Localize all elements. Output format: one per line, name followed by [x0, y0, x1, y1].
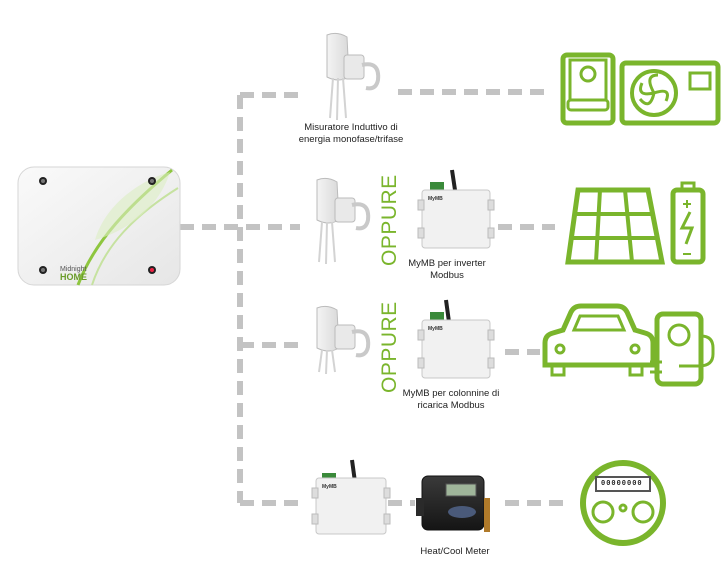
battery-icon [670, 181, 706, 265]
oppure-label-1: OPPURE [378, 174, 401, 266]
module-brand: MyMB [322, 484, 337, 490]
module-brand: MyMB [428, 196, 443, 202]
mymb-module-icon [417, 169, 495, 249]
heat-pump-icon [619, 60, 721, 126]
connection-lines [180, 89, 565, 506]
mymb-module-icon [311, 459, 391, 535]
ev-charger-icon [650, 311, 715, 387]
heat-cool-meter-label: Heat/Cool Meter [420, 546, 490, 557]
module-brand: MyMB [428, 326, 443, 332]
mymb-module-icon [417, 299, 495, 379]
hub-brand-large: HOME [60, 272, 87, 282]
ct-clamp-icon [316, 177, 371, 265]
heat-meter-icon [580, 460, 666, 546]
ct-sensor-label: Misuratore Induttivo di energia monofase… [298, 122, 404, 145]
meter-counter: 00000000 [601, 480, 643, 488]
car-icon [542, 303, 656, 377]
ct-clamp-icon [326, 32, 381, 121]
ct-clamp-icon [316, 305, 371, 375]
mymb-charger-label: MyMB per colonnine di ricarica Modbus [402, 388, 500, 411]
heat-cool-meter-device [416, 475, 490, 532]
hub-brand-small: Midnight [60, 266, 87, 273]
oppure-label-2: OPPURE [378, 301, 401, 393]
mymb-inverter-label: MyMB per inverter Modbus [408, 258, 486, 281]
solar-panel-icon [565, 187, 666, 265]
boiler-icon [560, 52, 616, 126]
hub-device [17, 166, 181, 286]
